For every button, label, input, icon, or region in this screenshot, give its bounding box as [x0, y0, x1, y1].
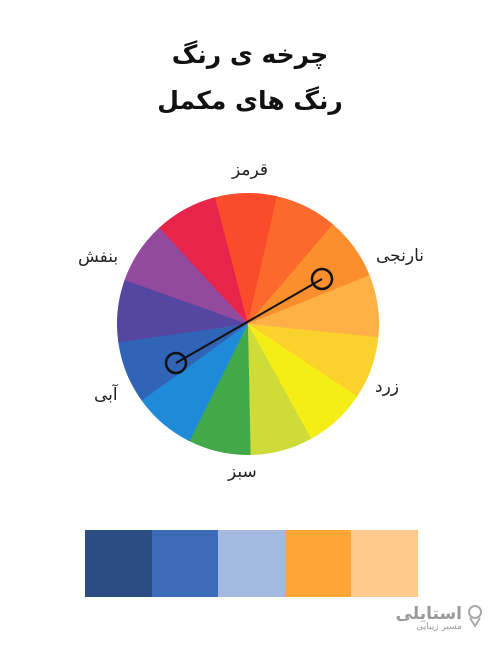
wheel-segment: [124, 227, 248, 324]
swatch-blue: [151, 530, 219, 597]
wheel-segment: [118, 324, 249, 401]
swatch-orange: [284, 530, 352, 597]
swatch-dark-blue: [85, 530, 152, 597]
palette-swatches: [85, 530, 418, 597]
logo-tagline: مسیر زیبایی: [416, 622, 462, 632]
wheel-segment: [116, 279, 248, 343]
brand-logo: استایلی مسیر زیبایی: [396, 604, 484, 632]
label-orange: نارنجی: [376, 246, 424, 266]
logo-name: استایلی: [395, 604, 462, 624]
wheel-segment: [248, 196, 334, 324]
wheel-segments: [116, 193, 380, 456]
wheel-segment: [141, 324, 248, 442]
label-green: سبز: [228, 462, 257, 482]
wheel-segment: [248, 324, 379, 397]
title-color-wheel: چرخه ی رنگ: [171, 40, 329, 69]
wheel-segment: [159, 197, 248, 324]
wheel-segment: [248, 275, 380, 339]
swatch-light-orange: [351, 530, 418, 597]
swatch-light-blue: [218, 530, 285, 597]
wheel-segment: [248, 324, 358, 440]
wheel-segment: [248, 224, 370, 324]
label-blue: آبی: [94, 385, 118, 405]
marker-orange: [310, 267, 334, 291]
wheel-segment: [188, 324, 251, 456]
label-red: قرمز: [232, 160, 268, 180]
wheel-segment: [214, 193, 278, 324]
logo-pin-icon: [468, 605, 482, 628]
label-yellow: زرد: [375, 377, 399, 397]
wheel-segment: [248, 324, 312, 455]
marker-blue: [164, 351, 188, 375]
title-complementary-colors: رنگ های مکمل: [157, 86, 343, 115]
complement-connector-line: [175, 278, 323, 364]
label-violet: بنفش: [78, 247, 119, 267]
